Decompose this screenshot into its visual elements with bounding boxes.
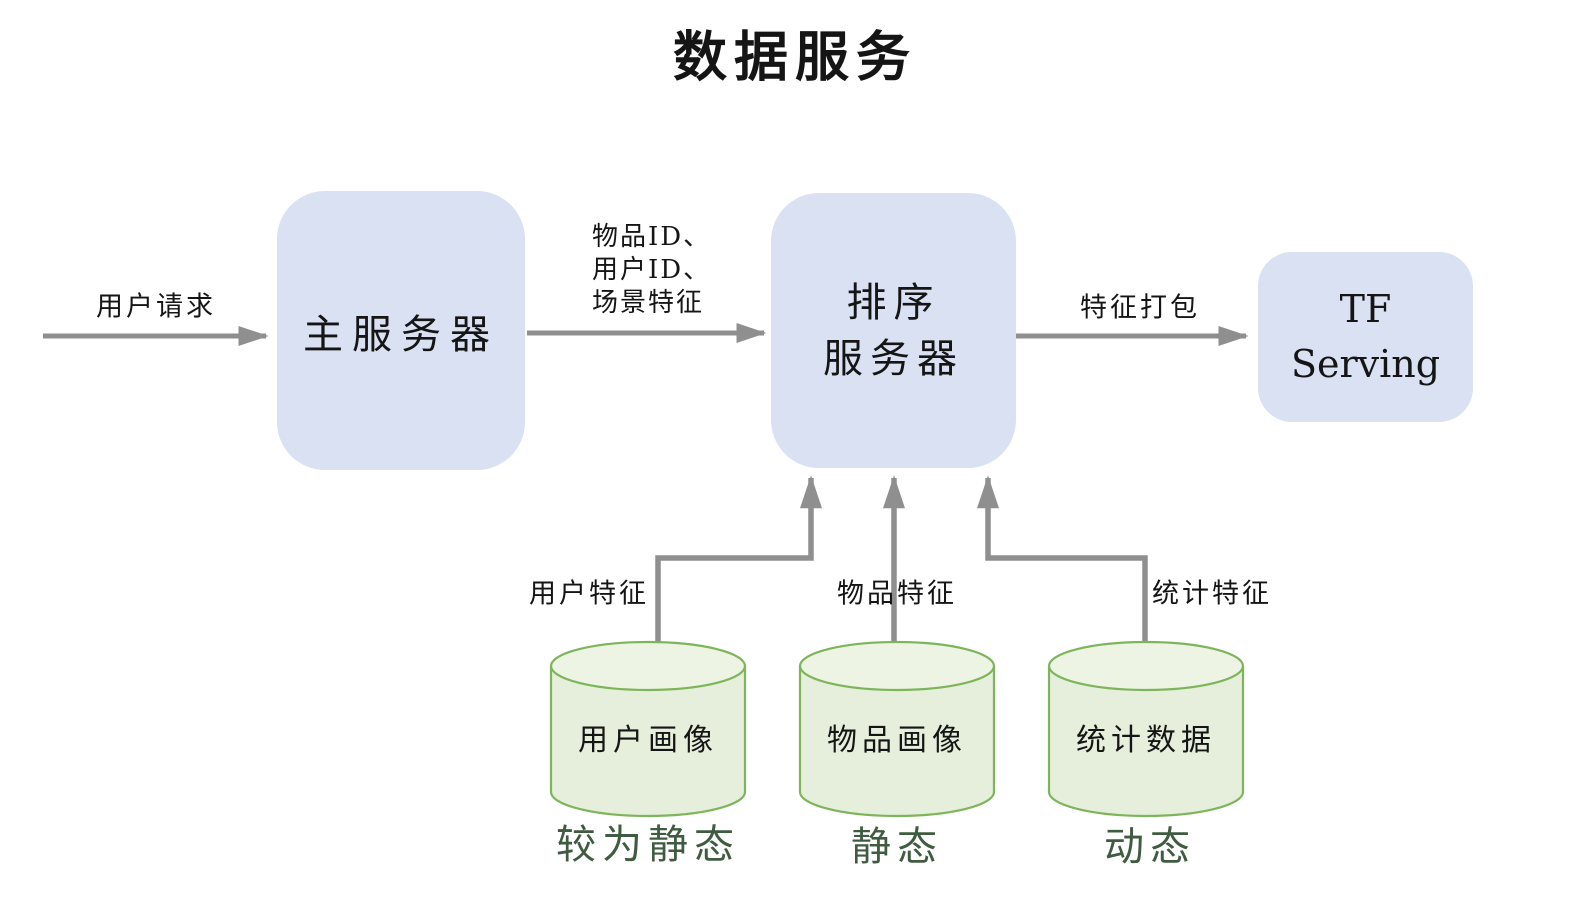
user-features-connector (655, 475, 822, 646)
item-profile-caption: 静态 (851, 824, 943, 870)
ids-features-line3: 场景特征 (592, 288, 705, 318)
user-profile-db-label: 用户画像 (578, 723, 718, 758)
database-cylinder-item-profile (798, 640, 996, 818)
database-cylinder-statistics (1047, 640, 1245, 818)
user-features-label: 用户特征 (529, 578, 649, 610)
node-tf-serving: TF Serving (1258, 252, 1473, 422)
item-features-label: 物品特征 (837, 578, 957, 610)
statistics-caption: 动态 (1104, 824, 1196, 870)
stat-features-connector (977, 475, 1148, 646)
rank-server-label-line1: 排序 (846, 279, 941, 326)
feature-pack-label: 特征打包 (1080, 292, 1200, 324)
user-request-label: 用户请求 (96, 291, 216, 323)
rank-server-label-line2: 服务器 (823, 335, 964, 382)
database-cylinder-user-profile (549, 640, 747, 818)
node-main-server: 主服务器 (277, 191, 525, 470)
ids-features-line2: 用户ID、 (592, 255, 712, 285)
user-profile-caption: 较为静态 (556, 822, 740, 868)
tf-serving-label-line2: Serving (1290, 342, 1441, 386)
statistics-db-label: 统计数据 (1076, 723, 1216, 758)
ids-features-label: 物品ID、 用户ID、 场景特征 (592, 221, 711, 320)
diagram-title: 数据服务 (673, 24, 917, 89)
tf-serving-label-line1: TF (1339, 287, 1392, 331)
item-profile-db-label: 物品画像 (827, 723, 967, 758)
main-server-label: 主服务器 (303, 311, 499, 358)
ids-features-line1: 物品ID、 (592, 222, 712, 252)
stat-features-label: 统计特征 (1152, 578, 1272, 610)
node-rank-server: 排序 服务器 (771, 193, 1016, 468)
